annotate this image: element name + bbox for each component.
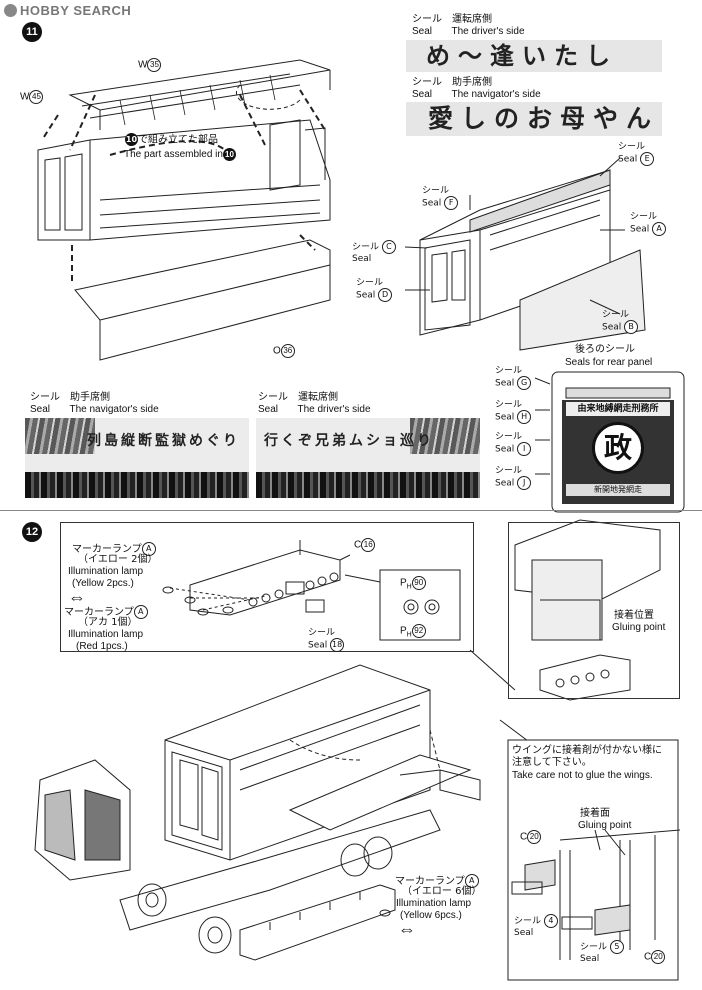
seal-driver-bottom-sticker: 行くぞ兄弟ムショ巡り (256, 418, 480, 498)
step-11-number: 11 (22, 22, 42, 42)
seal-driver-bottom-jp: シール 運転席側 (258, 392, 338, 403)
gluing-point-jp: 接着位置 (614, 610, 654, 621)
marker-six-jp2: （イエロー 6個） (402, 886, 482, 897)
rear-emblem: 政 (592, 422, 644, 474)
seal-driver-top-sticker: め〜逢いたし (406, 40, 662, 72)
seal-nav-top-text: 愛しのお母やん (428, 104, 660, 133)
glue-face-jp: 接着面 (580, 808, 610, 819)
watermark-logo: HOBBY SEARCH (4, 3, 131, 18)
seal-driver-bottom-label: Seal The driver's side (258, 404, 371, 415)
rear-seals-en: Seals for rear panel (565, 357, 653, 368)
seal-nav-bottom-sticker: 列島縦断監獄めぐり (25, 418, 249, 498)
detail-box-bumper (60, 522, 474, 652)
wings-note-jp1: ウイングに接着剤が付かない様に (512, 745, 662, 756)
seal-driver-top-label: Seal The driver's side (412, 26, 525, 37)
seal-driver-top-text: め〜逢いたし (426, 41, 618, 70)
gluing-point-en: Gluing point (612, 622, 666, 633)
section-divider (0, 510, 702, 511)
glue-face-en: Gluing point (578, 820, 632, 831)
seal-nav-bottom-jp: シール 助手席側 (30, 392, 110, 403)
logo-text: HOBBY SEARCH (20, 3, 132, 18)
marker-yellow-en2: (Yellow 2pcs.) (72, 578, 134, 589)
seal-nav-bottom-text: 列島縦断監獄めぐり (87, 433, 240, 449)
seal-nav-top-jp: シール 助手席側 (412, 77, 492, 88)
seal-driver-bottom-text: 行くぞ兄弟ムショ巡り (264, 433, 434, 449)
marker-yellow-jp2: （イエロー 2個） (78, 554, 158, 565)
marker-six-en2: (Yellow 6pcs.) (400, 910, 462, 921)
label-ph90: PH90 (400, 576, 426, 593)
marker-six-en1: Illumination lamp (396, 898, 472, 909)
detail-box-rear (508, 522, 680, 699)
marker-red-jp2: （アカ 1個） (78, 617, 138, 628)
arrow-double-icon: ⇔ (68, 587, 86, 607)
logo-icon (4, 4, 17, 17)
rear-bottom-strip: 新開地発網走 (566, 484, 670, 496)
marker-yellow-en1: Illumination lamp (68, 566, 144, 577)
wings-note-en: Take care not to glue the wings. (512, 770, 653, 781)
rear-banner: 由来地縛網走刑務所 (566, 402, 670, 416)
step-12-number: 12 (22, 522, 42, 542)
marker-red-en2: (Red 1pcs.) (76, 641, 128, 652)
rear-panel-sticker: 由来地縛網走刑務所 政 新開地発網走 (562, 400, 674, 504)
seal-driver-top-jp: シール 運転席側 (412, 14, 492, 25)
seal-nav-top-label: Seal The navigator's side (412, 89, 541, 100)
assembled-label-jp: 10で組み立てた部品 (125, 133, 218, 146)
wings-note-jp2: 注意して下さい。 (512, 757, 592, 768)
seal-nav-bottom-label: Seal The navigator's side (30, 404, 159, 415)
rear-seals-jp: 後ろのシール (575, 344, 635, 355)
arrow-double-icon-2: ⇔ (398, 919, 416, 939)
seal-nav-top-sticker: 愛しのお母やん (406, 102, 662, 136)
label-ph92: PH92 (400, 624, 426, 641)
marker-red-en1: Illumination lamp (68, 629, 144, 640)
